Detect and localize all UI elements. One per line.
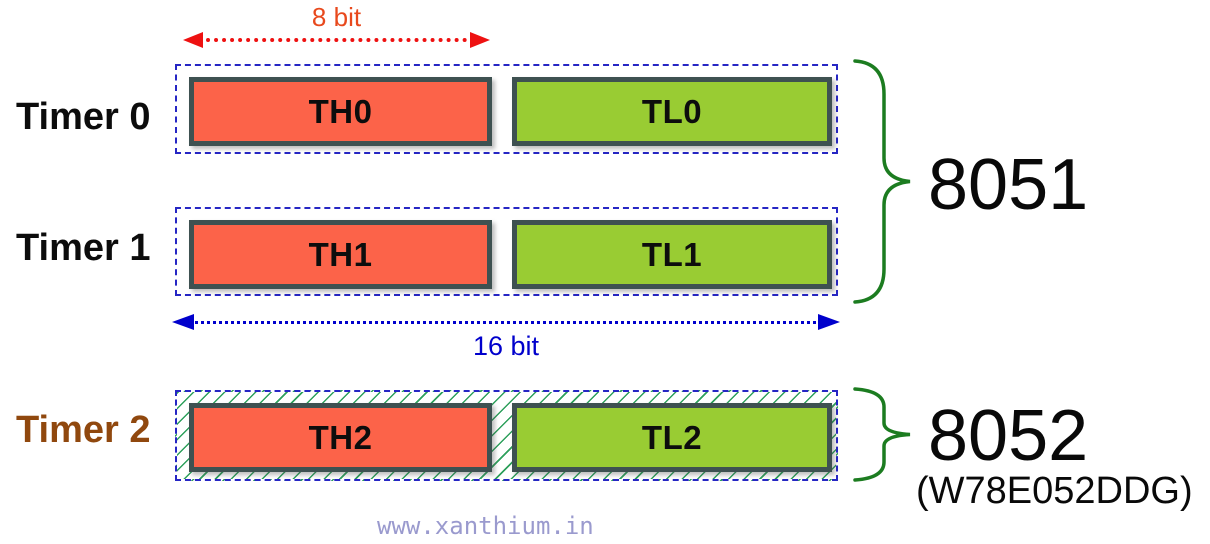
arrow-left-head (172, 314, 194, 330)
timer2-low-register: TL2 (512, 403, 832, 472)
watermark-url: www.xanthium.in (377, 512, 594, 540)
arrow-right-head (818, 314, 840, 330)
bit16-double-arrow-icon (172, 314, 840, 330)
timer1-group: TH1 TL1 (175, 207, 838, 296)
timer0-label: Timer 0 (16, 96, 151, 138)
brace-8051-icon (852, 58, 916, 305)
bit16-width-label: 16 bit (472, 331, 540, 361)
timer0-group: TH0 TL0 (175, 64, 838, 154)
timer1-high-register: TH1 (189, 220, 492, 289)
timer0-low-register: TL0 (512, 77, 832, 146)
brace-8052-icon (852, 387, 916, 482)
timer0-high-register: TH0 (189, 77, 492, 146)
arrow-right-head (470, 32, 490, 48)
timer1-low-register: TL1 (512, 220, 832, 289)
arrow-dotted-line (188, 321, 824, 324)
arrow-dotted-line (198, 38, 475, 42)
chip-8052-label: 8052 (928, 396, 1089, 476)
timer1-label: Timer 1 (16, 227, 151, 269)
chip-8051-label: 8051 (928, 145, 1089, 225)
timer2-label: Timer 2 (16, 409, 151, 451)
arrow-left-head (183, 32, 203, 48)
timer2-group: TH2 TL2 (175, 390, 838, 481)
chip-8052-part-number: (W78E052DDG) (916, 470, 1193, 512)
bit8-double-arrow-icon (183, 32, 490, 48)
bit8-width-label: 8 bit (311, 2, 362, 32)
timer2-high-register: TH2 (189, 403, 492, 472)
